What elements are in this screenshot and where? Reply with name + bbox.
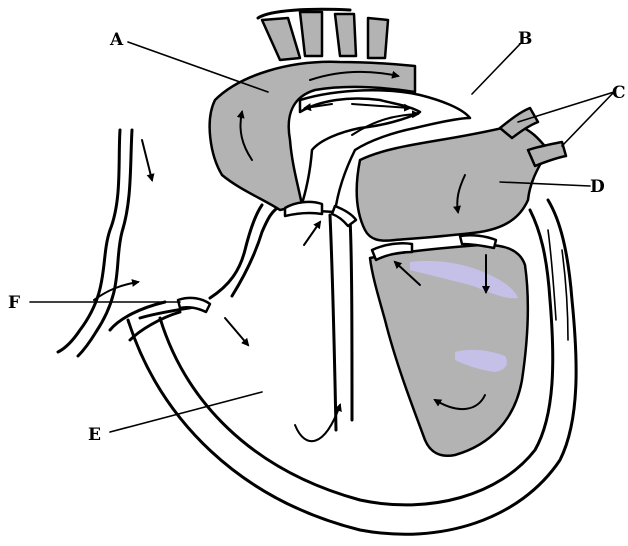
label-b: B [518, 29, 532, 49]
label-a: A [109, 30, 124, 50]
label-d: D [590, 177, 605, 197]
aortic-branches [258, 9, 388, 60]
label-e: E [88, 425, 101, 445]
label-c: C [612, 83, 626, 103]
label-f: F [8, 293, 20, 313]
